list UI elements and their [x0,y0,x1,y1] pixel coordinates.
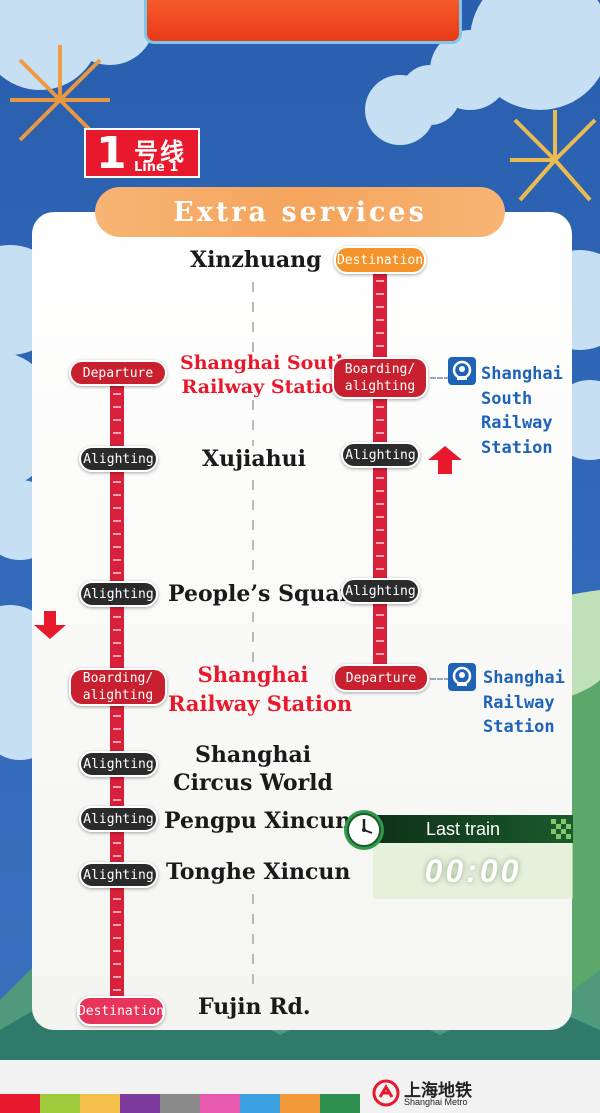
right-alighting-peoples-pill: Alighting [341,578,420,604]
railway-icon [448,663,476,691]
metro-logo-en: Shanghai Metro [404,1097,468,1107]
left-route-track [110,888,124,998]
left-boarding-pill: Boarding/ alighting [69,668,167,706]
right-boarding-pill: Boarding/ alighting [332,357,428,399]
right-route-track [373,270,387,366]
rail-main-line1: Shanghai [483,668,565,688]
left-alighting-xujiahui-pill: Alighting [79,446,158,472]
station-shanghai-south: Shanghai South Railway Station [180,351,350,399]
left-route-track [110,606,124,668]
line-label-cn: 号线 [134,138,186,166]
right-boarding-line1: Boarding/ [344,362,416,377]
center-dotted-line [252,894,254,994]
right-route-track [373,467,387,579]
center-dotted-line [252,480,254,580]
metro-logo-icon [372,1079,400,1107]
station-shanghai-railway-line2: Railway Station [168,691,353,716]
left-route-track [110,705,124,751]
station-pengpu-xincun: Pengpu Xincun [164,808,352,834]
left-route-track [110,776,124,806]
right-departure-pill: Departure [333,664,429,692]
left-destination-pill: Destination [77,996,165,1026]
right-destination-pill: Destination [334,246,426,274]
rail-main-line3: Station [483,717,555,737]
clock-icon [344,810,384,850]
station-circus-world-line2: Circus World [173,770,333,796]
shanghai-south-railway-label: Shanghai South Railway Station [481,362,563,460]
last-train-label: Last train [426,819,501,839]
line-label-en: Line 1 [134,160,179,175]
right-route-track [373,396,387,444]
rail-south-line1: Shanghai [481,364,563,384]
line-number: 1 [96,128,127,179]
right-route-track [373,604,387,664]
rail-south-line2: South [481,388,533,409]
last-train-time: 00:00 [373,843,573,899]
left-alighting-pengpu-pill: Alighting [79,806,158,832]
left-alighting-peoples-pill: Alighting [79,581,158,607]
station-xujiahui: Xujiahui [202,446,306,472]
center-dotted-line [252,612,254,662]
station-circus-world: Shanghai Circus World [170,741,336,797]
right-alighting-xujiahui-pill: Alighting [341,442,420,468]
shanghai-railway-label: Shanghai Railway Station [483,666,565,740]
shanghai-metro-logo: 上海地铁 Shanghai Metro [372,1076,492,1110]
rail-main-line2: Railway [483,692,555,713]
rail-south-line4: Station [481,437,553,458]
station-shanghai-south-line2: Railway Station [181,376,349,398]
line-badge: 1 号线 Line 1 [84,128,200,179]
center-dotted-line [252,282,254,352]
left-route-track [110,383,124,447]
left-alighting-circus-pill: Alighting [79,751,158,777]
station-shanghai-south-line1: Shanghai South [180,352,350,374]
connector-main [430,678,450,680]
station-shanghai-railway: Shanghai Railway Station [168,660,353,718]
top-banner [144,0,462,44]
left-alighting-tonghe-pill: Alighting [79,862,158,888]
left-boarding-line1: Boarding/ [82,671,154,686]
left-route-track [110,832,124,862]
center-dotted-line [252,400,254,446]
station-shanghai-railway-line1: Shanghai [197,662,309,687]
right-boarding-line2: alighting [344,379,416,394]
station-xinzhuang: Xinzhuang [190,247,322,273]
left-departure-pill: Departure [69,360,167,386]
left-route-track [110,471,124,581]
metro-logo-cn: 上海地铁 [404,1081,472,1101]
connector-south [430,377,450,379]
station-peoples-square: People’s Square [168,581,366,607]
last-train-bar: Last train [373,815,573,843]
rail-south-line3: Railway [481,413,553,433]
left-boarding-line2: alighting [82,688,154,703]
station-tonghe-xincun: Tonghe Xincun [166,859,351,885]
railway-icon [448,357,476,385]
extra-services-banner: Extra services [95,187,505,237]
arrow-down-icon [34,611,66,639]
station-circus-world-line1: Shanghai [194,742,312,768]
arrow-up-icon [428,446,462,474]
station-fujin-rd: Fujin Rd. [198,994,311,1020]
checker-pattern-decor [551,819,571,839]
